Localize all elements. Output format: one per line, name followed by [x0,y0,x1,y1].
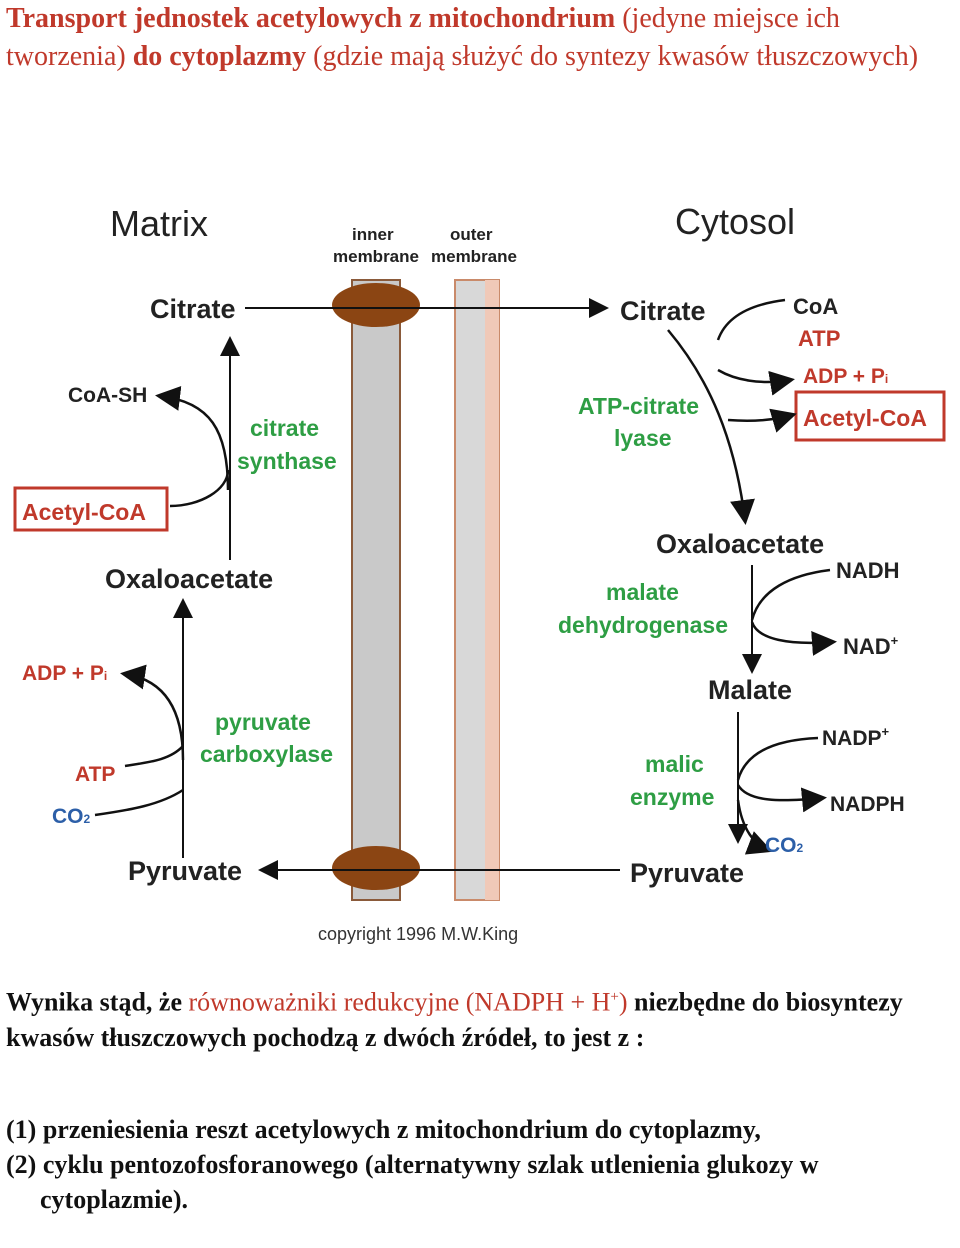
outer-membrane-label-1: outer [450,225,493,244]
pyruvate-carboxylase-1: pyruvate [215,709,311,735]
right-atp: ATP [798,326,840,351]
inner-membrane-label-1: inner [352,225,394,244]
page-title: Transport jednostek acetylowych z mitoch… [6,0,946,76]
right-nad: NAD+ [843,633,899,659]
left-coa-sh: CoA-SH [68,384,147,407]
right-pyruvate: Pyruvate [630,858,744,888]
title-part1: Transport jednostek acetylowych z mitoch… [6,3,616,34]
conclusion-paragraph: Wynika stąd, że równoważniki redukcyjne … [6,980,946,1055]
source-list: (1) przeniesienia reszt acetylowych z mi… [6,1112,946,1217]
citrate-synthase-2: synthase [237,448,337,474]
citrate-synthase-1: citrate [250,415,319,441]
copyright: copyright 1996 M.W.King [318,924,518,944]
title-part4: (gdzie mają służyć do syntezy kwasów tłu… [306,41,919,72]
malic-enzyme-2: enzyme [630,784,714,810]
malate-dehydrogenase-1: malate [606,579,679,605]
inner-membrane [351,279,401,901]
right-co2: CO2 [765,834,804,857]
paragraph-reducing-equivalents: równoważniki redukcyjne (NADPH + H [188,987,611,1017]
title-part2: (jedyne miejsce ich tworzenia) [6,3,840,72]
outer-membrane-label-2: membrane [431,247,517,266]
pyruvate-transporter [332,846,420,890]
transport-diagram: Matrix Cytosol inner membrane outer memb… [13,201,946,944]
left-pyruvate: Pyruvate [128,856,242,886]
right-oxaloacetate: Oxaloacetate [656,529,824,559]
right-nadp: NADP+ [822,724,890,750]
right-citrate: Citrate [620,296,706,326]
left-citrate: Citrate [150,294,236,324]
left-adp-pi: ADP + Pi [22,662,107,685]
right-nadph: NADPH [830,793,905,816]
left-acetyl-coa-box [13,486,169,532]
inner-membrane-label-2: membrane [333,247,419,266]
matrix-label: Matrix [110,203,208,244]
list-item: (2) cyklu pentozofosforanowego (alternat… [6,1150,819,1214]
title-part3: do cytoplazmy [132,41,307,72]
list-item: (1) przeniesienia reszt acetylowych z mi… [6,1115,761,1144]
paragraph-part4: niezbędne do biosyntezy kwasów tłuszczow… [6,987,903,1052]
left-atp: ATP [75,763,115,786]
pyruvate-carboxylase-2: carboxylase [200,741,333,767]
malic-enzyme-1: malic [645,751,704,777]
paragraph-part1: Wynika stąd, że [6,987,189,1017]
right-malate: Malate [708,675,792,705]
right-acetyl-coa: Acetyl-CoA [803,405,927,431]
right-adp-pi: ADP + Pi [803,365,888,388]
paragraph-sup: + [610,989,619,1005]
paragraph-close-paren: ) [618,987,628,1017]
right-nadh: NADH [836,558,900,583]
left-oxaloacetate: Oxaloacetate [105,564,273,594]
citrate-transporter [332,283,420,327]
malate-dehydrogenase-2: dehydrogenase [558,612,728,638]
left-co2: CO2 [52,805,91,828]
left-acetyl-coa: Acetyl-CoA [22,499,146,525]
right-coa: CoA [793,294,838,319]
atp-citrate-lyase-1: ATP-citrate [578,393,699,419]
atp-citrate-lyase-2: lyase [614,425,672,451]
cytosol-label: Cytosol [675,201,795,242]
